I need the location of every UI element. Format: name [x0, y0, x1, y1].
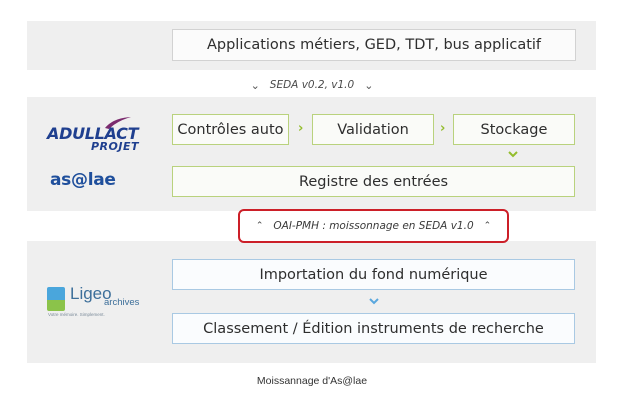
seda-label: SEDA v0.2, v1.0 — [269, 79, 355, 91]
chevron-up-icon: ⌃ — [255, 221, 264, 231]
adullact-swoosh-icon — [105, 117, 131, 129]
chevron-down-icon: ⌄ — [364, 78, 374, 92]
adullact-logo-text: ADULLACT — [47, 124, 139, 143]
seda-connector: ⌄ SEDA v0.2, v1.0 ⌄ — [0, 76, 624, 94]
asalae-logo: as@lae — [50, 170, 116, 190]
validation-box: Validation — [312, 114, 434, 145]
registre-entrees-box: Registre des entrées — [172, 166, 575, 197]
arrow-down-icon — [369, 298, 379, 305]
classement-box: Classement / Édition instruments de rech… — [172, 313, 575, 344]
figure-caption: Moissannage d'As@lae — [256, 375, 368, 387]
stockage-box: Stockage — [453, 114, 575, 145]
chevron-up-icon: ⌃ — [483, 221, 492, 231]
ligeo-logo-mark — [47, 287, 65, 311]
controles-auto-box: Contrôles auto — [172, 114, 289, 145]
arrow-right-icon: › — [298, 121, 304, 136]
importation-box: Importation du fond numérique — [172, 259, 575, 290]
adullact-logo: ADULLACT PROJET — [47, 116, 151, 156]
ligeo-logo-text: Ligeo — [70, 284, 112, 303]
ligeo-logo: Ligeo archives Votre mémoire. Simplement… — [44, 284, 154, 320]
arrow-down-icon — [508, 151, 518, 158]
oai-pmh-connector: ⌃ OAI-PMH : moissonnage en SEDA v1.0 ⌃ — [238, 209, 509, 243]
chevron-down-icon: ⌄ — [250, 78, 260, 92]
ligeo-logo-tagline: Votre mémoire. Simplement. — [48, 312, 105, 317]
oai-pmh-label: OAI-PMH : moissonnage en SEDA v1.0 — [273, 220, 474, 232]
applications-box: Applications métiers, GED, TDT, bus appl… — [172, 29, 576, 61]
adullact-logo-subtext: PROJET — [91, 140, 139, 153]
arrow-right-icon: › — [440, 121, 446, 136]
ligeo-logo-subtext: archives — [104, 297, 140, 308]
